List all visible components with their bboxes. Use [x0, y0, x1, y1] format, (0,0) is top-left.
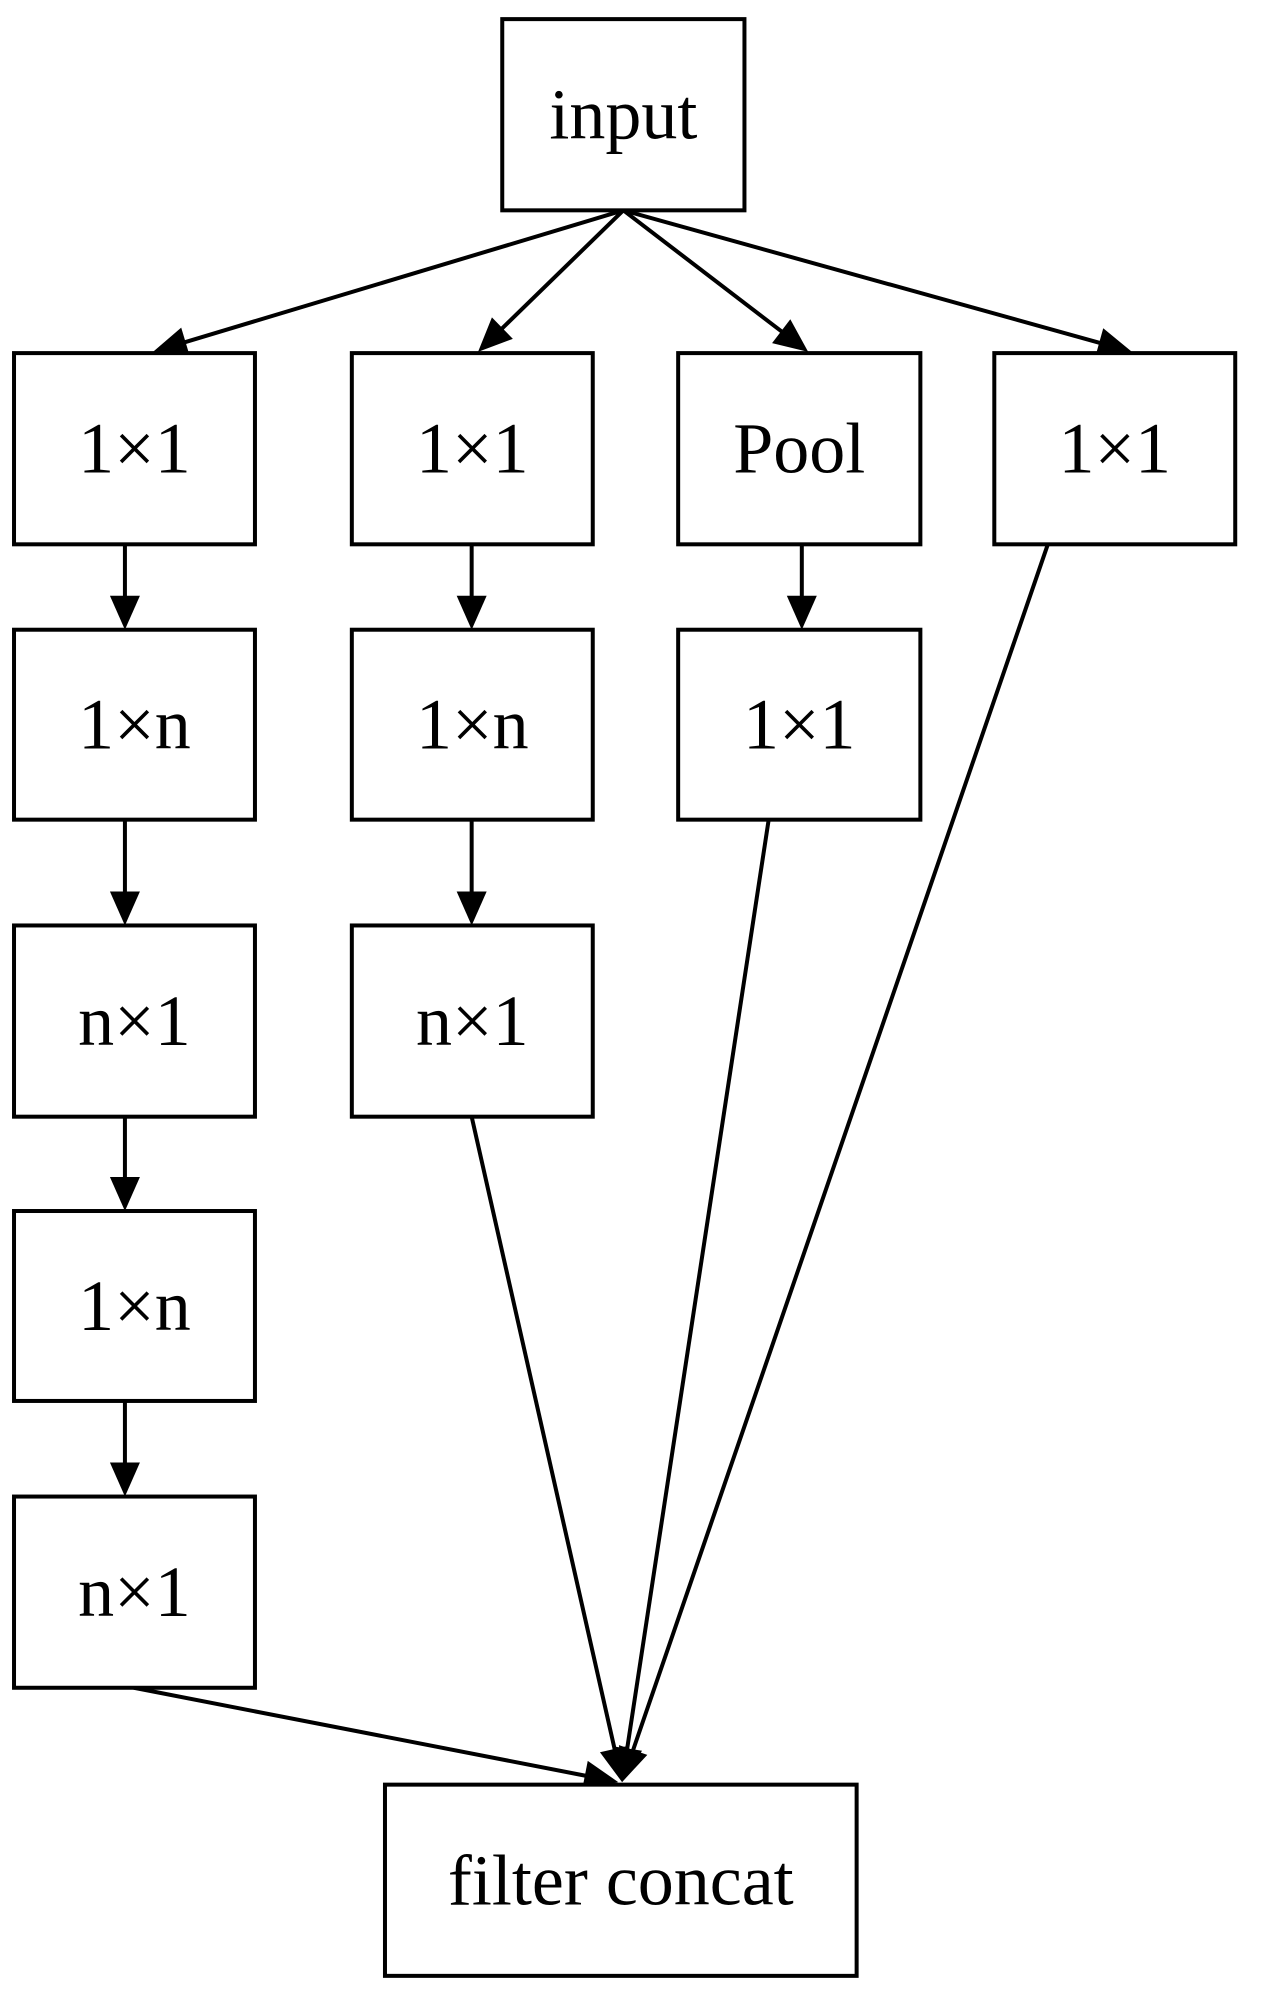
- node-label: 1×1: [78, 409, 191, 489]
- edge-line: [624, 819, 771, 1753]
- edge-b1_nx1_a-to-b1_1xn_b: [109, 1116, 140, 1212]
- arrowhead-icon: [1095, 328, 1132, 358]
- node-label: 1×n: [416, 685, 529, 765]
- edge-line: [622, 208, 1104, 346]
- edge-b1_1x1-to-b1_1xn_a: [109, 544, 140, 630]
- node-box: [12, 1494, 257, 1690]
- node-label: 1×n: [78, 685, 191, 765]
- arrowhead-icon: [456, 595, 487, 630]
- node-b1-1xn-b: 1×n: [12, 1209, 257, 1403]
- arrowhead-icon: [152, 327, 190, 357]
- edge-line: [622, 208, 786, 336]
- edge-line: [181, 208, 624, 346]
- node-box: [349, 351, 595, 547]
- edge-line: [469, 1116, 618, 1754]
- node-box: [500, 17, 747, 213]
- node-box: [676, 351, 923, 547]
- edge-input-to-b3_pool: [622, 208, 809, 352]
- node-b2-1xn: 1×n: [349, 627, 595, 822]
- node-label: input: [549, 75, 697, 155]
- node-b3-1x1: 1×1: [676, 627, 923, 822]
- arrowhead-icon: [109, 891, 140, 926]
- arrowhead-icon: [456, 891, 487, 926]
- edge-b3_pool-to-b3_1x1: [786, 544, 817, 630]
- node-box: [12, 1209, 257, 1403]
- node-b2-1x1: 1×1: [349, 351, 595, 547]
- node-b1-nx1-a: n×1: [12, 923, 257, 1119]
- node-label: n×1: [78, 981, 191, 1061]
- edge-b2_1x1-to-b2_1xn: [456, 544, 487, 630]
- node-label: n×1: [78, 1552, 191, 1632]
- arrowhead-icon: [618, 1745, 648, 1783]
- node-box: [992, 351, 1238, 547]
- node-box: [349, 627, 595, 822]
- node-box: [12, 923, 257, 1119]
- edge-b1_1xn_b-to-b1_nx1_b: [109, 1400, 140, 1497]
- arrowhead-icon: [109, 1177, 140, 1212]
- edge-line: [629, 543, 1050, 1755]
- arrowhead-icon: [109, 595, 140, 630]
- node-box: [12, 351, 257, 547]
- edge-b1_nx1_b-to-concat: [133, 1685, 619, 1791]
- arrowhead-icon: [478, 317, 513, 352]
- edge-b3_1x1-to-concat: [612, 819, 771, 1783]
- node-b1-1x1: 1×1: [12, 351, 257, 547]
- edge-input-to-b4_1x1: [622, 208, 1132, 358]
- node-label: filter concat: [448, 1840, 794, 1920]
- node-b1-nx1-b: n×1: [12, 1494, 257, 1690]
- node-b3-pool: Pool: [676, 351, 923, 547]
- node-box: [12, 627, 257, 822]
- node-label: n×1: [416, 981, 529, 1061]
- node-label: 1×1: [743, 685, 856, 765]
- node-label: 1×1: [1058, 409, 1171, 489]
- node-label: 1×n: [78, 1266, 191, 1346]
- edge-input-to-b2_1x1: [478, 208, 625, 352]
- edge-b2_nx1-to-concat: [469, 1116, 630, 1783]
- edges-layer: [109, 208, 1132, 1791]
- edge-line: [498, 208, 625, 333]
- node-label: Pool: [733, 409, 865, 489]
- arrowhead-icon: [109, 1462, 140, 1497]
- node-b1-1xn-a: 1×n: [12, 627, 257, 822]
- edge-b2_1xn-to-b2_nx1: [456, 819, 487, 926]
- node-b2-nx1: n×1: [349, 923, 595, 1119]
- arrowhead-icon: [772, 319, 809, 352]
- arrowhead-icon: [786, 595, 817, 630]
- node-box: [349, 923, 595, 1119]
- node-box: [382, 1782, 859, 1978]
- node-concat: filter concat: [382, 1782, 859, 1978]
- node-input: input: [500, 17, 747, 213]
- edge-b1_1xn_a-to-b1_nx1_a: [109, 819, 140, 926]
- nodes-layer: input 1×1 1×n n×1 1×n n×1 1×1 1×n n×1 Pool 1×1 1×1 f…: [12, 17, 1238, 1978]
- edge-b4_1x1-to-concat: [618, 543, 1050, 1783]
- node-label: 1×1: [416, 409, 529, 489]
- node-box: [676, 627, 923, 822]
- node-b4-1x1: 1×1: [992, 351, 1238, 547]
- edge-line: [133, 1685, 590, 1779]
- edge-input-to-b1_1x1: [152, 208, 624, 357]
